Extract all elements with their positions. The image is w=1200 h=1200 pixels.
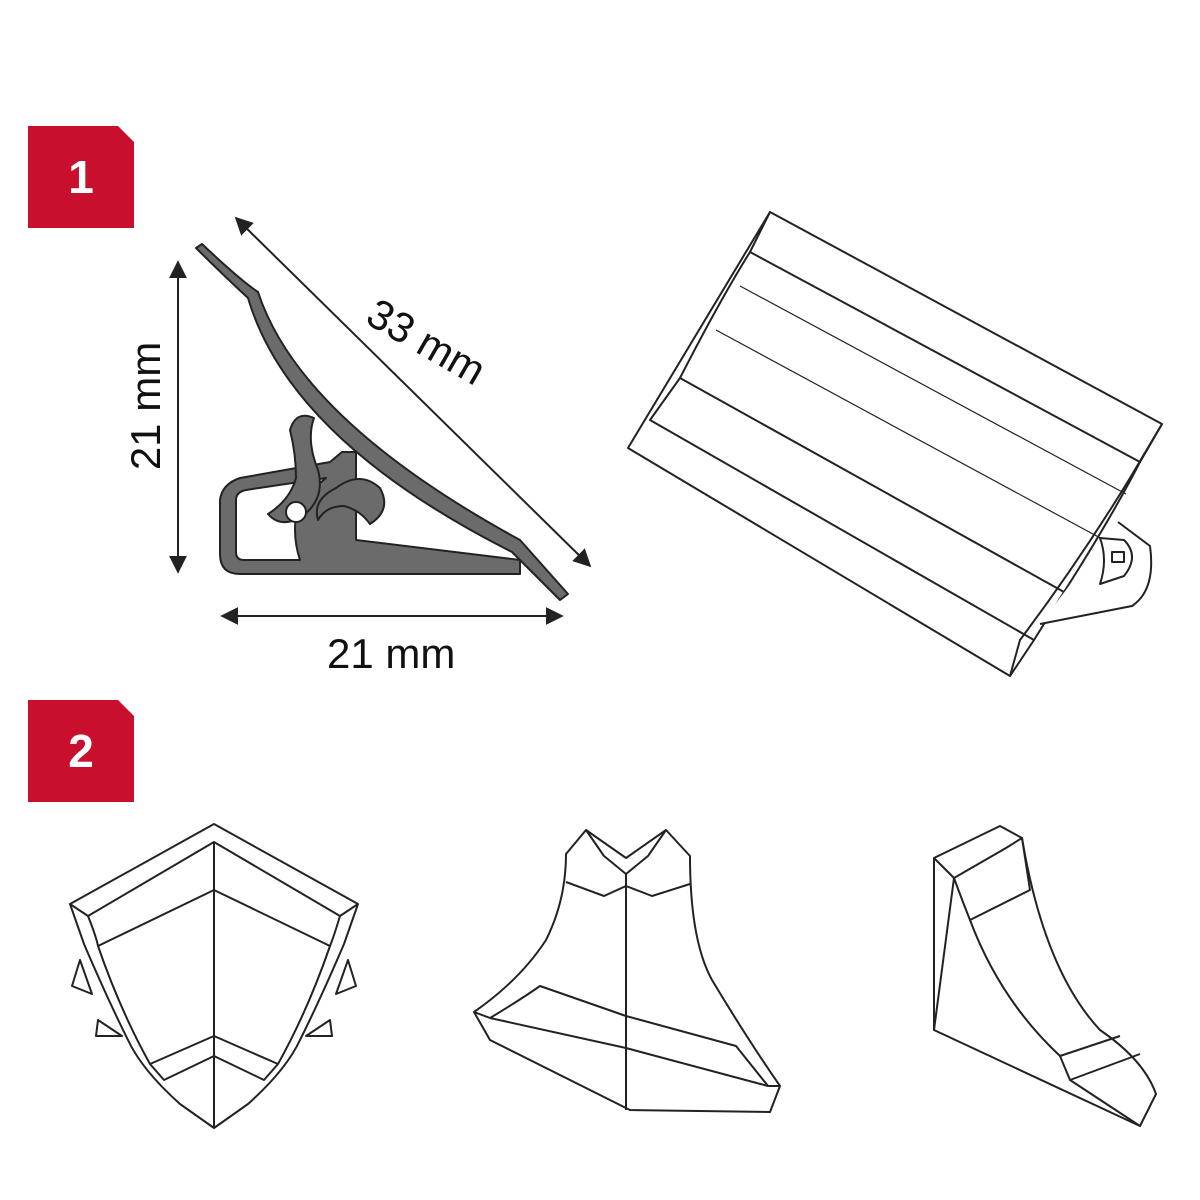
- step-badge-2-label: 2: [68, 725, 94, 777]
- profile-hole: [285, 501, 307, 523]
- diagonal-dimension-line: [234, 216, 592, 568]
- profile-cross-section: [195, 243, 569, 601]
- inner-corner-piece: [69, 823, 359, 1129]
- dimension-lines: [169, 216, 592, 625]
- profile-clip-right: [315, 478, 386, 525]
- step-badge-1: 1: [28, 126, 134, 228]
- width-dimension-label: 21 mm: [327, 630, 456, 677]
- profile-lip: [195, 243, 569, 601]
- height-dimension-label: 21 mm: [122, 341, 170, 471]
- step-badge-1-label: 1: [68, 151, 94, 203]
- profile-strip: [627, 211, 1163, 677]
- step-badge-2: 2: [28, 700, 134, 802]
- outer-corner-piece: [473, 829, 781, 1113]
- end-cap-piece: [933, 825, 1157, 1127]
